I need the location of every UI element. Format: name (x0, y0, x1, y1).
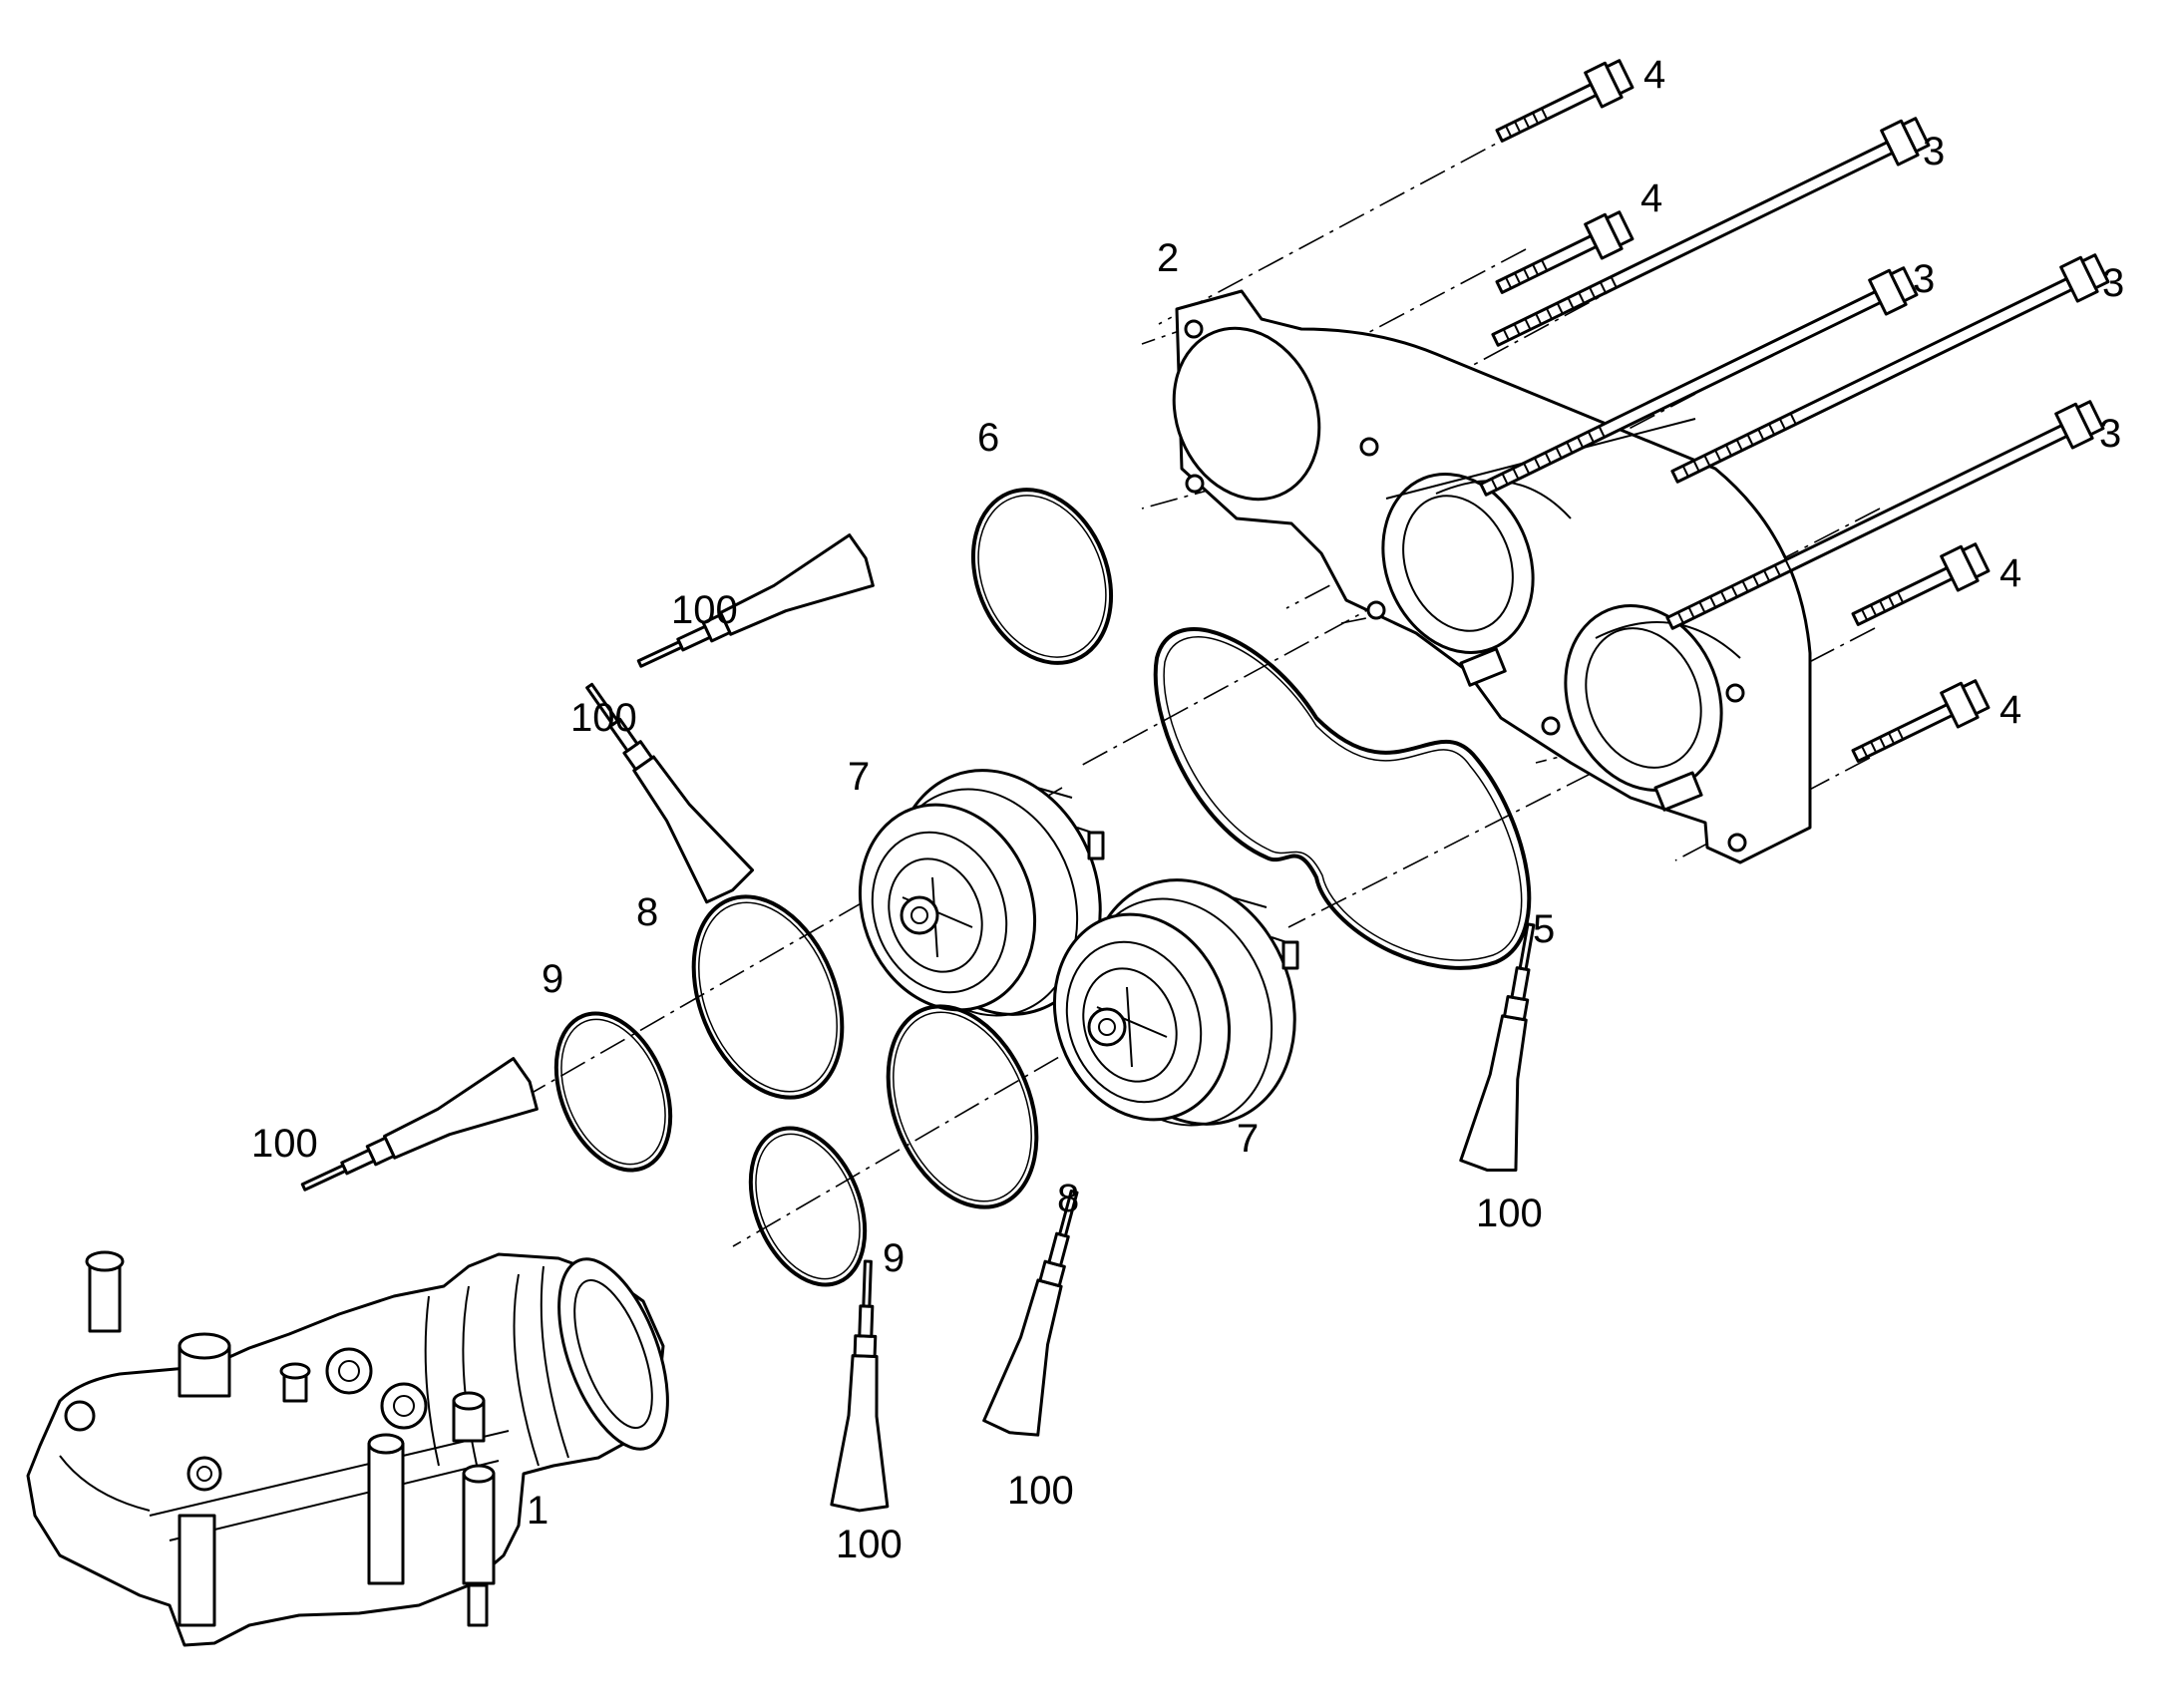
callout-4: 4 (1999, 688, 2021, 732)
long-bolt (1665, 400, 2105, 630)
sealant-tube (830, 1259, 890, 1513)
callout-9: 9 (542, 957, 563, 1001)
thermostat (858, 769, 1105, 1017)
callout-2: 2 (1157, 236, 1179, 280)
callout-100: 100 (251, 1122, 318, 1166)
short-bolt (1495, 210, 1635, 294)
callout-100: 100 (1476, 1192, 1543, 1235)
sealant-tube (1459, 922, 1536, 1173)
long-bolt (1670, 253, 2110, 484)
callout-4: 4 (1640, 176, 1662, 220)
outlet-manifold (1172, 289, 1812, 864)
callout-100: 100 (570, 696, 637, 740)
thermostats (858, 769, 1299, 1127)
short-bolt (1495, 59, 1635, 143)
long-bolt (1491, 117, 1931, 347)
short-bolt (1851, 679, 1991, 763)
sealant-tube (982, 1190, 1079, 1437)
short-bolts (1495, 59, 1991, 763)
callout-8: 8 (1057, 1177, 1079, 1220)
short-bolt (1851, 542, 1991, 626)
o-ring-6 (970, 488, 1114, 665)
long-bolts (1479, 117, 2110, 630)
callout-7: 7 (848, 755, 870, 799)
callout-9: 9 (883, 1236, 905, 1280)
o-rings-8 (691, 894, 1039, 1209)
callout-4: 4 (1999, 551, 2021, 595)
sealant-tube (585, 682, 755, 904)
thermostat-housing (26, 1250, 669, 1647)
callout-100: 100 (1007, 1469, 1074, 1513)
callout-8: 8 (636, 890, 658, 934)
callout-100: 100 (671, 588, 738, 632)
sealant-tubes (300, 533, 1536, 1513)
callout-3: 3 (1913, 257, 1935, 301)
callout-3: 3 (1923, 130, 1945, 173)
sealant-tube (636, 533, 875, 668)
callout-5: 5 (1533, 907, 1555, 951)
callouts: 1 2 3 3 3 3 4 4 4 4 5 6 7 7 8 8 9 9 100 … (251, 53, 2124, 1566)
callout-3: 3 (2099, 412, 2121, 456)
callout-7: 7 (1237, 1117, 1259, 1161)
callout-4: 4 (1643, 53, 1665, 97)
callout-1: 1 (527, 1489, 548, 1533)
thermostat (1052, 878, 1299, 1127)
callout-3: 3 (2102, 261, 2124, 305)
long-bolt (1479, 266, 1919, 497)
callout-6: 6 (977, 416, 999, 460)
figure-eight-gasket (1153, 627, 1532, 970)
o-rings-9 (553, 1011, 868, 1287)
sealant-tube (300, 1057, 539, 1192)
callout-100: 100 (836, 1523, 903, 1566)
